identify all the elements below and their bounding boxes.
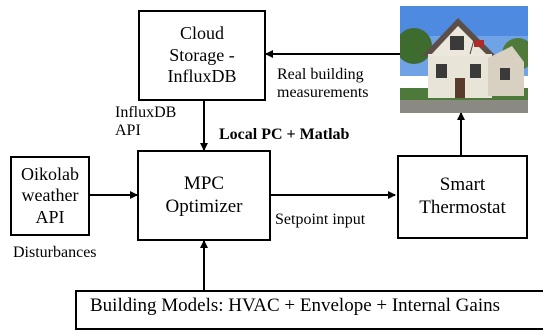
smart-thermostat-box: Smart Thermostat: [397, 155, 528, 239]
cloud-storage-box: Cloud Storage - InfluxDB: [138, 10, 266, 101]
disturbances-label: Disturbances: [13, 244, 97, 261]
house-icon: [400, 6, 528, 113]
setpoint-input-label: Setpoint input: [275, 211, 366, 228]
house-photo: [400, 6, 528, 113]
connector-arrows: [90, 50, 465, 290]
mpc-optimizer-box: MPC Optimizer: [137, 150, 271, 241]
influxdb-api-label: InfluxDB API: [115, 104, 177, 140]
real-building-measurements-label: Real building measurements: [277, 66, 369, 102]
local-pc-matlab-label: Local PC + Matlab: [219, 126, 350, 143]
oikolab-weather-box: Oikolab weather API: [10, 156, 90, 236]
building-models-box: Building Models: HVAC + Envelope + Inter…: [75, 290, 543, 330]
